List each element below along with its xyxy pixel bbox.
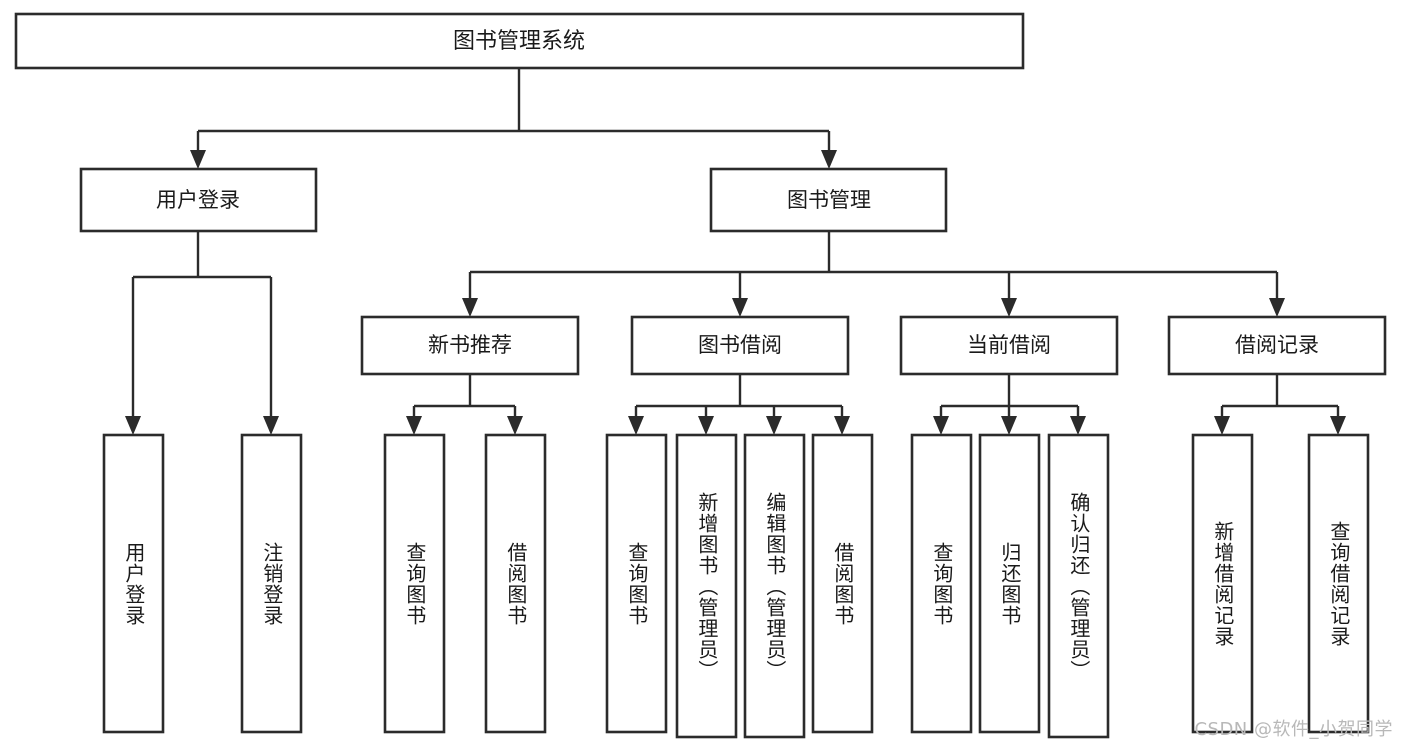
arrow-userlogin-c1 — [125, 416, 141, 435]
arrow-currentborrow — [1001, 298, 1017, 317]
node-new-book-recommend[interactable]: 新书推荐 — [360, 315, 580, 376]
leaf-box-query-book-1[interactable] — [383, 433, 446, 734]
node-user-login[interactable]: 用户登录 — [79, 167, 318, 233]
arrow-newbook-c2 — [507, 416, 523, 435]
leaf-box-query-book-3[interactable] — [910, 433, 973, 734]
leaf-box-add-book-admin[interactable] — [675, 433, 738, 739]
arrow-bookborrow-c4 — [834, 416, 850, 435]
arrow-book-mgmt — [821, 150, 837, 169]
node-root[interactable]: 图书管理系统 — [14, 12, 1025, 70]
user-login-label: 用户登录 — [156, 188, 240, 212]
node-book-management[interactable]: 图书管理 — [709, 167, 948, 233]
leaf-box-query-borrow-record[interactable] — [1307, 433, 1370, 734]
arrow-bookborrow-c2 — [698, 416, 714, 435]
arrow-borrowrecord-c2 — [1330, 416, 1346, 435]
arrow-bookborrow-c3 — [766, 416, 782, 435]
new-book-recommend-label: 新书推荐 — [428, 333, 512, 357]
new-book-recommend-box[interactable] — [360, 315, 580, 376]
arrow-currentborrow-c3 — [1070, 416, 1086, 435]
book-borrow-label: 图书借阅 — [698, 333, 782, 357]
root-label: 图书管理系统 — [453, 29, 585, 54]
node-borrow-record[interactable]: 借阅记录 — [1167, 315, 1387, 376]
leaf-box-confirm-return-admin[interactable] — [1047, 433, 1110, 739]
arrow-borrowrecord — [1269, 298, 1285, 317]
arrow-currentborrow-c1 — [933, 416, 949, 435]
current-borrow-label: 当前借阅 — [967, 333, 1051, 357]
leaf-box-user-login[interactable] — [102, 433, 165, 734]
arrow-newbook — [462, 298, 478, 317]
leaf-box-logout[interactable] — [240, 433, 303, 734]
arrow-borrowrecord-c1 — [1214, 416, 1230, 435]
watermark-text: CSDN @软件_小贺同学 — [1194, 719, 1393, 740]
leaf-box-group — [102, 433, 1370, 739]
leaf-box-add-borrow-record[interactable] — [1191, 433, 1254, 734]
borrow-record-box[interactable] — [1167, 315, 1387, 376]
node-book-borrow[interactable]: 图书借阅 — [630, 315, 850, 376]
borrow-record-label: 借阅记录 — [1235, 333, 1319, 357]
book-management-box[interactable] — [709, 167, 948, 233]
leaf-box-borrow-book-1[interactable] — [484, 433, 547, 734]
leaf-box-query-book-2[interactable] — [605, 433, 668, 734]
arrow-bookborrow-c1 — [628, 416, 644, 435]
leaf-box-edit-book-admin[interactable] — [743, 433, 806, 739]
book-borrow-box[interactable] — [630, 315, 850, 376]
current-borrow-box[interactable] — [899, 315, 1119, 376]
node-current-borrow[interactable]: 当前借阅 — [899, 315, 1119, 376]
arrow-bookborrow — [732, 298, 748, 317]
leaf-box-return-book[interactable] — [978, 433, 1041, 734]
book-management-label: 图书管理 — [787, 188, 871, 212]
arrow-user-login — [190, 150, 206, 169]
arrow-userlogin-c2 — [263, 416, 279, 435]
arrow-newbook-c1 — [406, 416, 422, 435]
leaf-box-borrow-book-2[interactable] — [811, 433, 874, 734]
arrow-currentborrow-c2 — [1001, 416, 1017, 435]
connector-group — [125, 68, 1346, 435]
user-login-box[interactable] — [79, 167, 318, 233]
root-box[interactable] — [14, 12, 1025, 70]
